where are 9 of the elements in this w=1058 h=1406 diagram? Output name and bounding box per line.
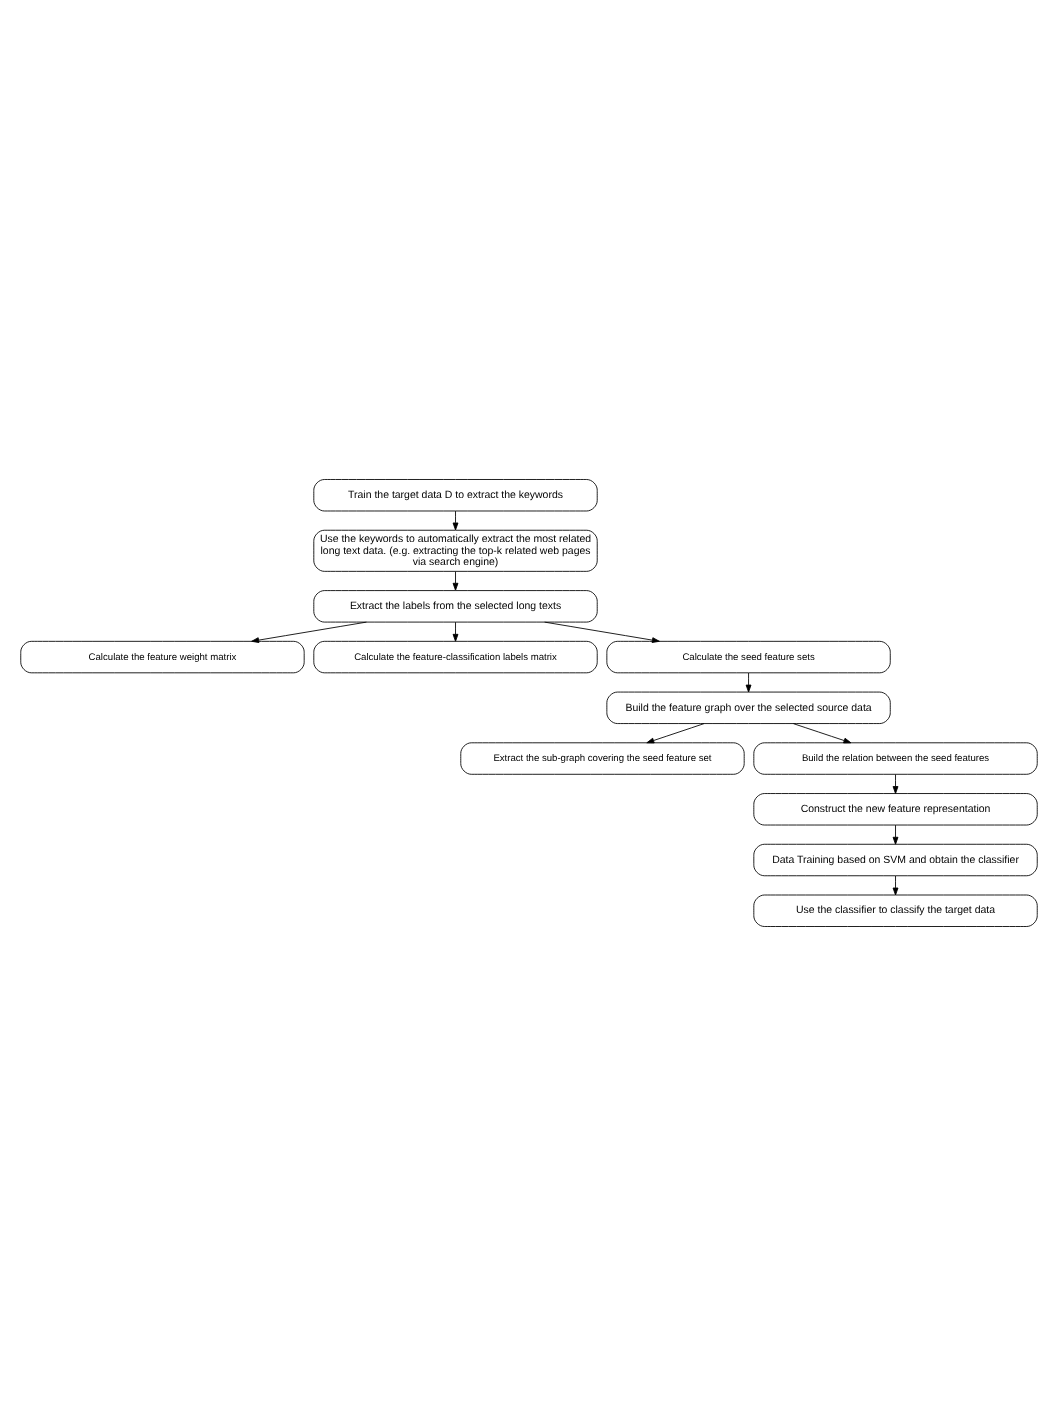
arrow bbox=[892, 824, 899, 845]
arrow bbox=[892, 875, 899, 896]
arrow bbox=[793, 723, 852, 744]
arrow bbox=[892, 773, 899, 794]
arrow bbox=[452, 621, 459, 642]
arrow bbox=[452, 510, 459, 531]
arrow bbox=[745, 672, 752, 693]
arrow bbox=[452, 570, 459, 591]
arrow bbox=[646, 723, 705, 744]
